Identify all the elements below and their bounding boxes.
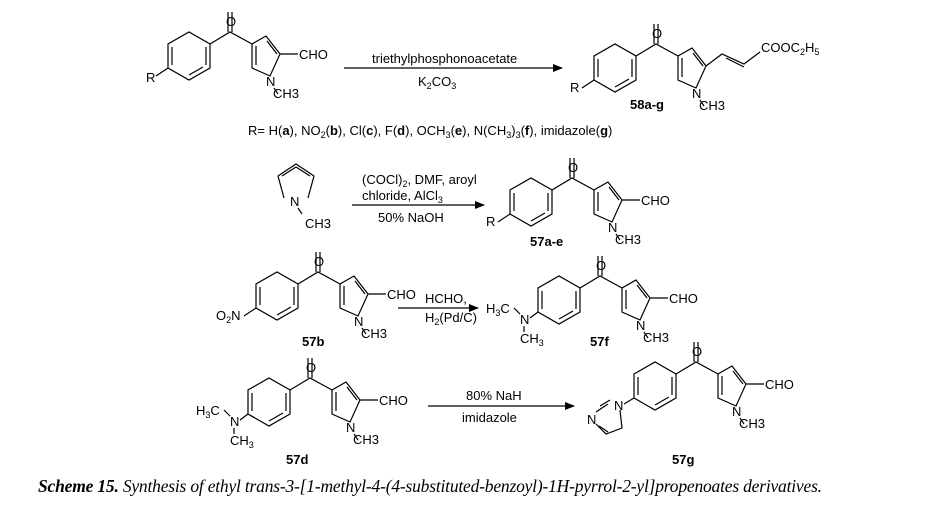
substituent-r: R [570,80,579,95]
reactant-1: R O CHO N CH3 [146,11,328,101]
compound-label-58a-g: 58a-g [630,97,664,112]
aldehyde-group: CHO [299,47,328,62]
compound-label-57b: 57b [302,334,324,349]
reagent-above-4: 80% NaH [466,388,522,403]
pyrrole-nitrogen: N [266,74,275,89]
dimethylamino-nitrogen: N [520,312,529,327]
reactant-57b: O2N O CHO N CH3 57b [216,251,416,349]
reaction-2: N CH3 (COCl)2, DMF, aroyl chloride, AlCl… [277,157,670,249]
carbonyl-oxygen: O [314,254,324,269]
n-methyl: CH3 [739,416,765,431]
substituent-r: R [486,214,495,229]
compound-label-57a-e: 57a-e [530,234,563,249]
dimethylamino-methyl-2: CH3 [520,331,544,348]
n-methylpyrrole: N CH3 [277,163,331,231]
reagent-below-2: 50% NaOH [378,210,444,225]
n-methyl: CH3 [643,330,669,345]
aldehyde-group: CHO [765,377,794,392]
dimethylamino-methyl-1: H3C [196,403,220,420]
dimethylamino-methyl-1: H3C [486,301,510,318]
compound-label-57f: 57f [590,334,609,349]
aldehyde-group: CHO [379,393,408,408]
r-group-definitions: R= H(a), NO2(b), Cl(c), F(d), OCH3(e), N… [248,123,612,140]
figure-caption: Scheme 15. Synthesis of ethyl trans-3-[1… [38,476,822,497]
caption-label: Scheme 15. [38,476,119,496]
ester-group: COOC2H5 [761,40,819,57]
n-methyl: CH3 [699,98,725,113]
reagent-above-3: HCHO, [425,291,467,306]
reagent-above-line1: (COCl)2, DMF, aroyl [362,172,477,189]
compound-label-57d: 57d [286,452,308,467]
n-methyl: CH3 [361,326,387,341]
imidazole-nitrogen-1: N [614,398,623,413]
n-methyl: CH3 [305,216,331,231]
reaction-1: R O CHO N CH3 triethylphosphonoacetate K… [146,11,819,113]
n-methyl: CH3 [615,232,641,247]
caption-text: Synthesis of ethyl trans-3-[1-methyl-4-(… [118,476,822,496]
reagent-above-1: triethylphosphonoacetate [372,51,517,66]
pyrrole-nitrogen: N [354,314,363,329]
substituent-r: R [146,70,155,85]
pyrrole-nitrogen: N [608,220,617,235]
nitro-group: O2N [216,308,241,325]
product-58: R O COOC2H5 N CH3 58a-g [570,23,819,113]
n-methyl: CH3 [353,432,379,447]
pyrrole-nitrogen: N [692,86,701,101]
carbonyl-oxygen: O [226,14,236,29]
carbonyl-oxygen: O [692,344,702,359]
carbonyl-oxygen: O [568,160,578,175]
pyrrole-nitrogen: N [732,404,741,419]
compound-label-57g: 57g [672,452,694,467]
carbonyl-oxygen: O [596,258,606,273]
aldehyde-group: CHO [387,287,416,302]
aldehyde-group: CHO [669,291,698,306]
imidazole-nitrogen-3: N [587,412,596,427]
reagent-below-3: H2(Pd/C) [425,310,477,327]
reagent-below-4: imidazole [462,410,517,425]
pyrrole-nitrogen: N [290,194,299,209]
dimethylamino-methyl-2: CH3 [230,433,254,450]
reagent-below-1: K2CO3 [418,74,456,91]
product-57a-e: R O CHO N CH3 57a-e [486,157,670,249]
carbonyl-oxygen: O [652,26,662,41]
pyrrole-nitrogen: N [346,420,355,435]
reaction-4: H3C N CH3 O CHO N CH3 57d 80% NaH imidaz… [196,341,794,467]
aldehyde-group: CHO [641,193,670,208]
reactant-57d: H3C N CH3 O CHO N CH3 57d [196,357,408,467]
carbonyl-oxygen: O [306,360,316,375]
reaction-3: O2N O CHO N CH3 57b HCHO, H2(Pd/C) H3C N… [216,251,698,349]
reagent-above-line2: chloride, AlCl3 [362,188,443,205]
product-57f: H3C N CH3 O CHO N CH3 57f [486,255,698,349]
pyrrole-nitrogen: N [636,318,645,333]
n-methyl: CH3 [273,86,299,101]
imidazole-ring: N N [587,398,623,435]
product-57g: N N O CHO N CH3 57g [587,341,794,467]
dimethylamino-nitrogen: N [230,414,239,429]
